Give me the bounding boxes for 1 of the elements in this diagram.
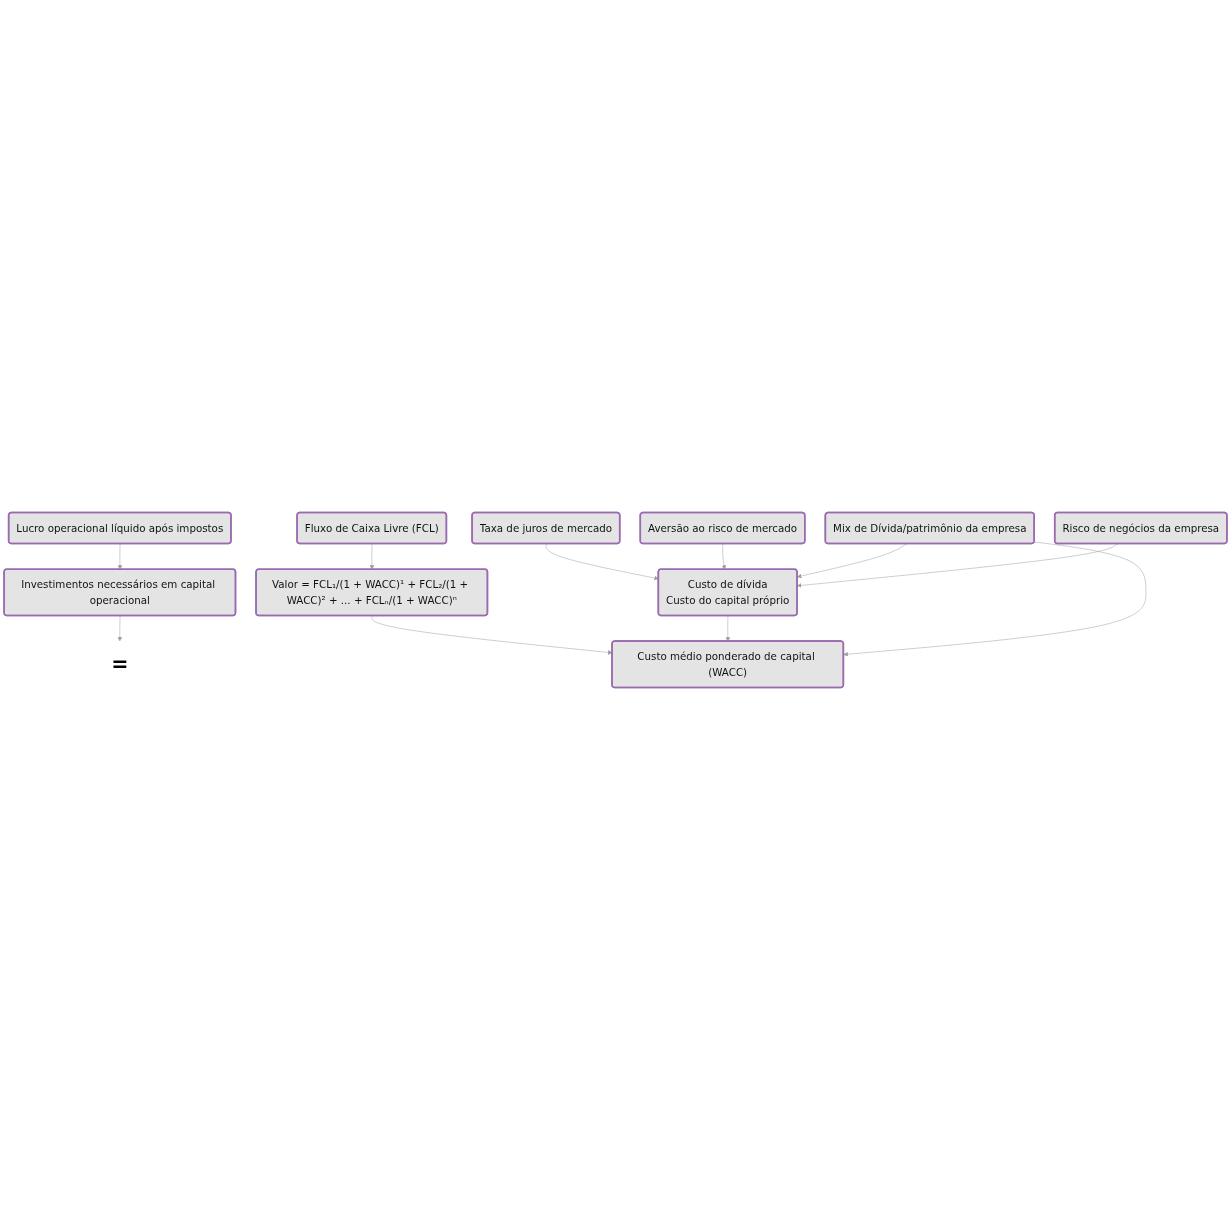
- node-text: =: [111, 652, 129, 677]
